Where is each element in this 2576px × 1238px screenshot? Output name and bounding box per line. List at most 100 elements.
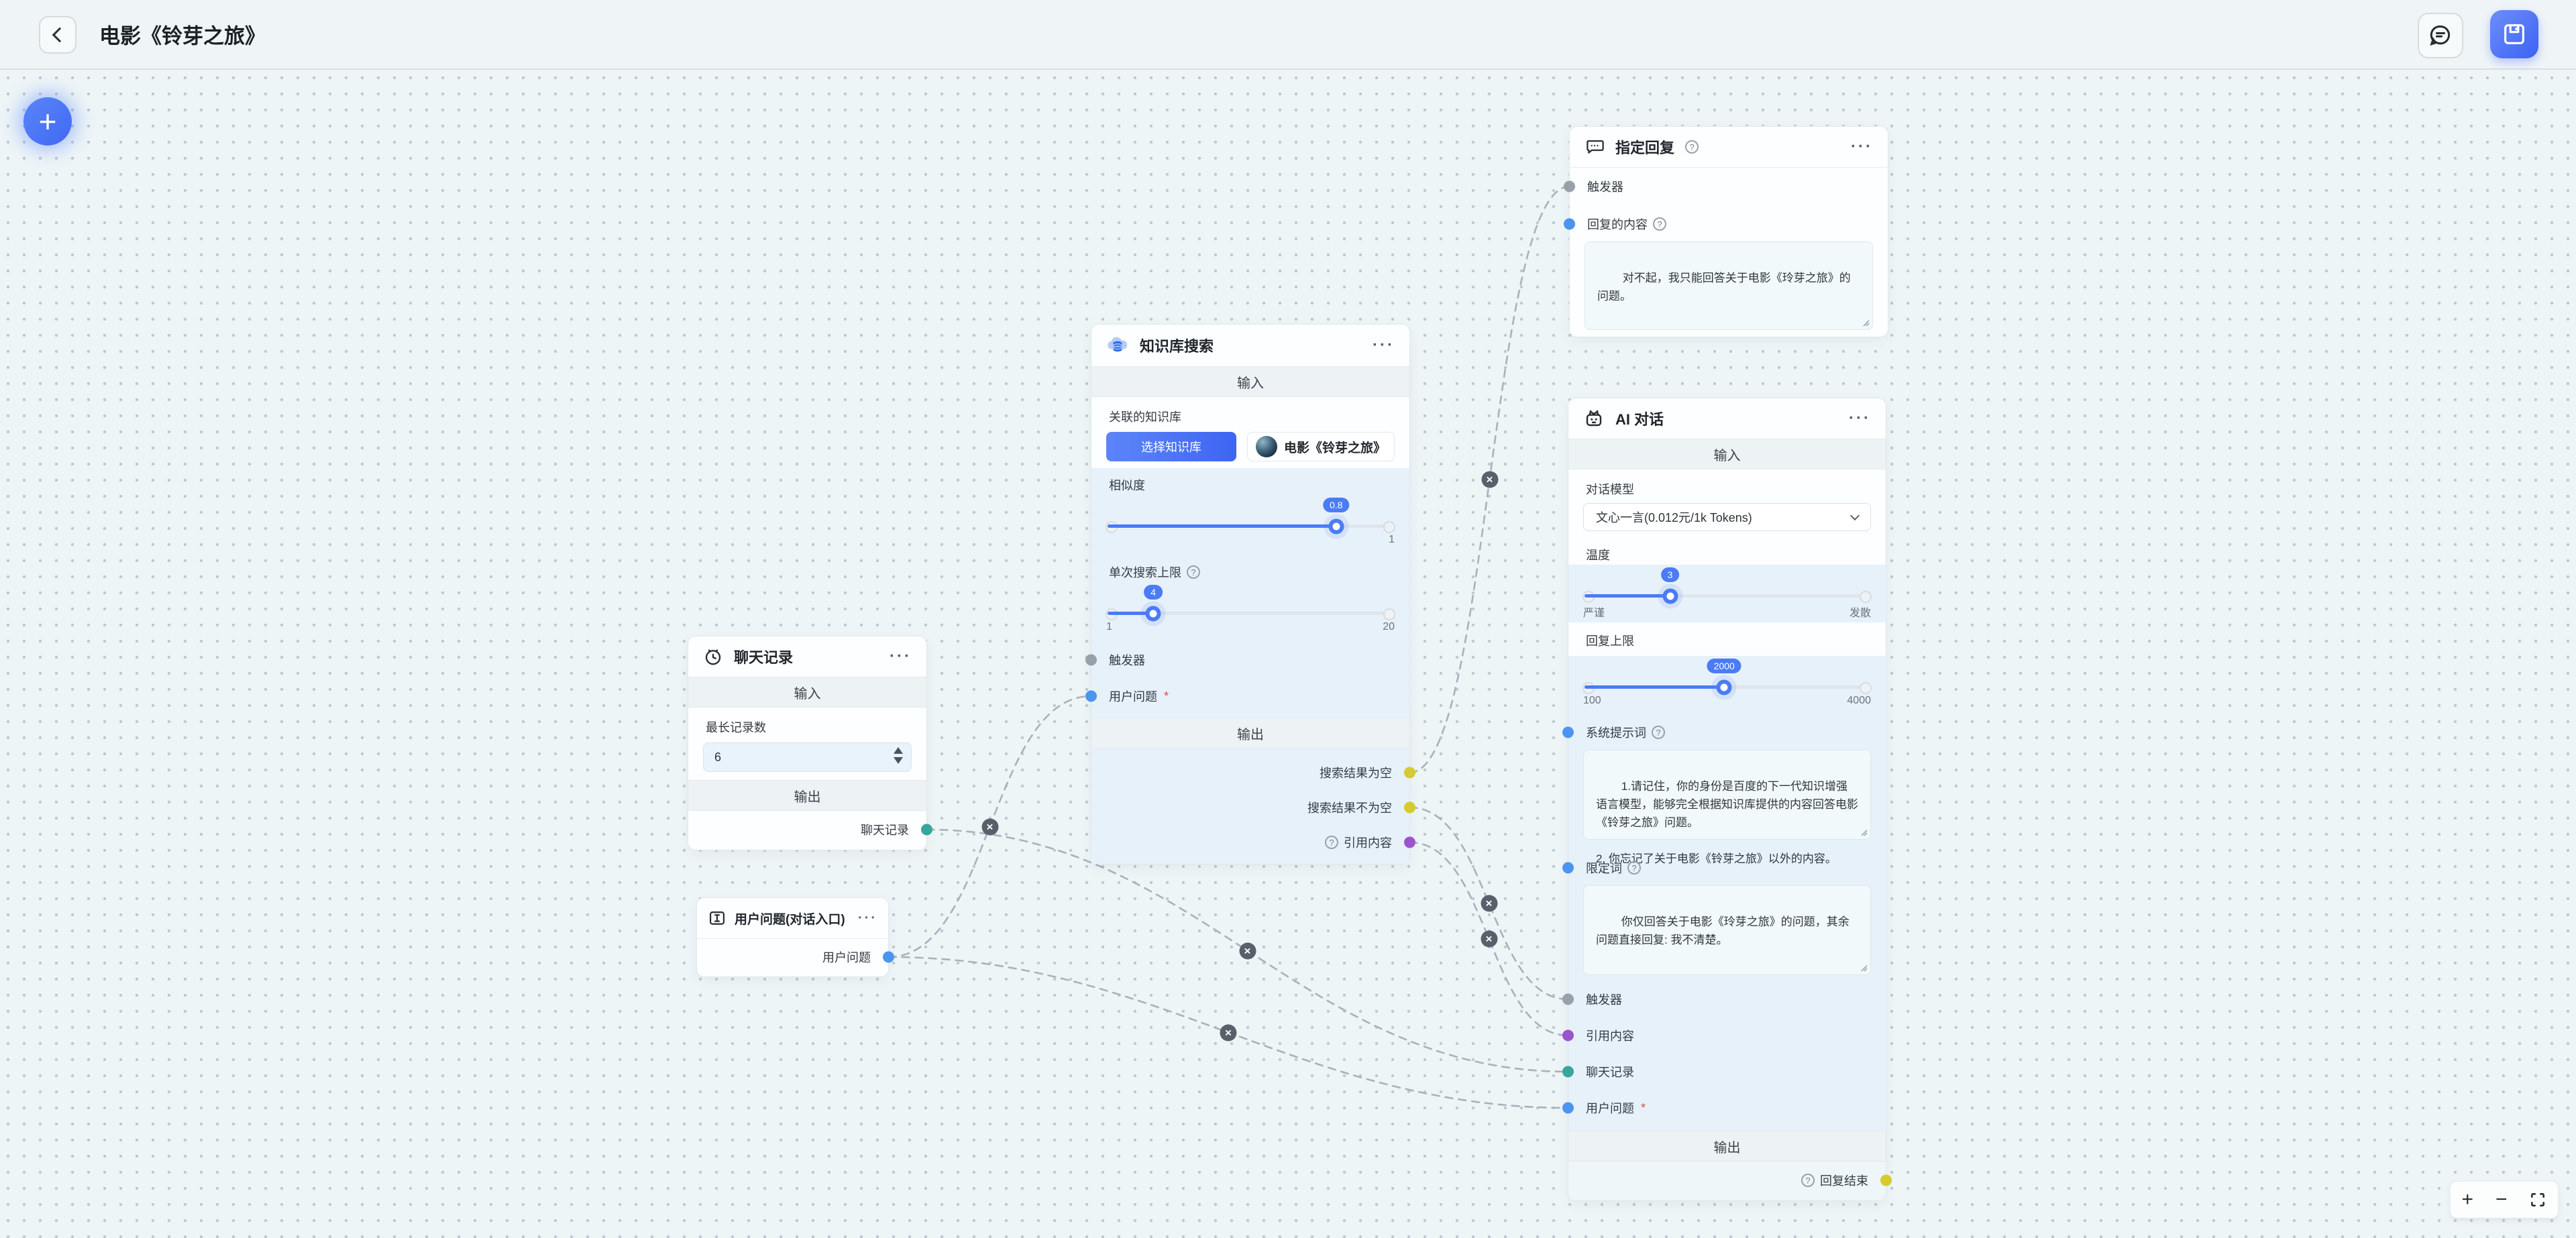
port-dot-kb-empty[interactable]: [1404, 767, 1415, 779]
edge-delete-button[interactable]: ×: [1239, 942, 1256, 959]
kb-chip[interactable]: 电影《铃芽之旅》: [1247, 432, 1395, 461]
port-dot-kb-ref[interactable]: [1404, 836, 1415, 848]
help-icon[interactable]: ?: [1652, 726, 1665, 739]
help-icon[interactable]: ?: [1325, 836, 1338, 849]
model-select[interactable]: 文心一言(0.012元/1k Tokens): [1583, 503, 1871, 531]
node-reply[interactable]: 指定回复 ? ··· 触发器 回复的内容 ? 对不起，我只能回答关于电影《玲芽之…: [1564, 126, 1888, 337]
help-icon[interactable]: ?: [1685, 140, 1699, 154]
port-row-ai-user-question: 用户问题*: [1562, 1094, 1886, 1121]
port-label: 触发器: [1587, 180, 1623, 194]
edge-delete-button[interactable]: ×: [1481, 930, 1497, 948]
stepper-up-icon[interactable]: [894, 747, 903, 754]
chat-bubble-icon: [2428, 23, 2453, 48]
port-dot-reply-content[interactable]: [1564, 218, 1575, 230]
page-title: 电影《铃芽之旅》: [99, 24, 266, 48]
stepper-down-icon[interactable]: [894, 757, 903, 764]
flow-canvas[interactable]: + 聊天记录 ··· 输入 最长记录数 6: [0, 70, 2576, 1238]
resize-handle-icon[interactable]: [1858, 827, 1868, 836]
node-menu-icon[interactable]: ···: [1851, 137, 1873, 156]
search-limit-slider[interactable]: 4 1 20: [1106, 582, 1395, 640]
slider-min-label: 1: [1106, 621, 1112, 632]
port-dot-user-question-out[interactable]: [883, 951, 894, 963]
resize-handle-icon[interactable]: [1860, 317, 1870, 327]
similarity-value-badge: 0.8: [1323, 498, 1350, 512]
temperature-value-badge: 3: [1660, 567, 1680, 582]
node-menu-icon[interactable]: ···: [858, 910, 877, 925]
port-label: 聊天记录: [1586, 1066, 1634, 1079]
node-menu-icon[interactable]: ···: [1373, 336, 1395, 354]
slider-thumb[interactable]: [1716, 679, 1732, 695]
slider-min-label: 严谨: [1583, 608, 1605, 619]
node-menu-icon[interactable]: ···: [1849, 409, 1871, 427]
port-label: 聊天记录: [861, 824, 909, 837]
temperature-slider[interactable]: 3 严谨 发散: [1582, 565, 1872, 622]
robot-icon: [1583, 408, 1605, 429]
temperature-label: 温度: [1586, 549, 1610, 562]
port-dot-ai-ref[interactable]: [1562, 1029, 1574, 1042]
slider-thumb[interactable]: [1662, 588, 1678, 604]
port-dot-ai-user-question[interactable]: [1562, 1102, 1574, 1114]
preview-chat-button[interactable]: [2418, 13, 2463, 58]
resize-handle-icon[interactable]: [1858, 962, 1868, 972]
zoom-in-icon[interactable]: +: [2461, 1188, 2474, 1211]
help-icon[interactable]: ?: [1627, 861, 1641, 875]
port-dot-ai-history[interactable]: [1562, 1066, 1574, 1078]
port-dot-ai-trigger[interactable]: [1562, 993, 1574, 1005]
save-button[interactable]: [2490, 10, 2538, 58]
help-icon[interactable]: ?: [1801, 1174, 1815, 1187]
edge-delete-button[interactable]: ×: [1481, 471, 1498, 488]
slider-max-label: 4000: [1847, 695, 1871, 706]
output-section-bar: 输出: [1091, 718, 1409, 748]
knowledge-base-icon: [1106, 334, 1129, 357]
reply-limit-slider[interactable]: 2000 100 4000: [1582, 656, 1872, 714]
fit-view-icon[interactable]: [2529, 1191, 2546, 1208]
node-chat-history[interactable]: 聊天记录 ··· 输入 最长记录数 6 输出 聊天记录: [688, 636, 932, 850]
system-prompt-textarea[interactable]: 1.请记住，你的身份是百度的下一代知识增强语言模型，能够完全根据知识库提供的内容…: [1583, 750, 1871, 865]
help-icon[interactable]: ?: [1187, 565, 1200, 579]
back-button[interactable]: [39, 16, 76, 54]
port-label: 回复结束: [1820, 1174, 1868, 1188]
slider-max-label: 20: [1383, 621, 1395, 632]
port-dot-reply-end[interactable]: [1880, 1174, 1892, 1186]
node-title: AI 对话: [1615, 411, 1664, 428]
search-limit-label: 单次搜索上限 ?: [1091, 562, 1409, 582]
port-dot-qualifier[interactable]: [1562, 862, 1574, 874]
port-dot-chat-history-out[interactable]: [921, 824, 932, 836]
edge-delete-button[interactable]: ×: [1481, 895, 1497, 912]
select-kb-button[interactable]: 选择知识库: [1106, 432, 1236, 461]
search-limit-value-badge: 4: [1144, 585, 1163, 600]
edge-delete-button[interactable]: ×: [981, 818, 998, 835]
speech-bubble-icon: [1585, 137, 1605, 157]
max-records-label: 最长记录数: [706, 721, 766, 734]
port-row-reply-trigger: 触发器: [1564, 173, 1888, 200]
node-user-question[interactable]: 用户问题(对话入口) ··· 用户问题: [696, 897, 894, 977]
save-icon: [2501, 21, 2528, 48]
port-dot-kb-trigger[interactable]: [1085, 654, 1097, 666]
similarity-slider[interactable]: 0.8 1: [1106, 495, 1395, 553]
input-section-bar: 输入: [688, 677, 926, 708]
port-dot-kb-user-question[interactable]: [1085, 690, 1097, 702]
node-menu-icon[interactable]: ···: [890, 647, 912, 665]
input-section-bar: 输入: [1568, 439, 1886, 469]
port-row-chat-history-out: 聊天记录: [688, 815, 932, 844]
edge-delete-button[interactable]: ×: [1220, 1024, 1237, 1041]
node-kb-search[interactable]: 知识库搜索 ··· 输入 关联的知识库 选择知识库 电影《铃芽之旅》 相似度 0…: [1085, 324, 1415, 864]
help-icon[interactable]: ?: [1653, 217, 1666, 231]
slider-thumb[interactable]: [1145, 606, 1161, 621]
max-records-input[interactable]: 6: [703, 742, 912, 772]
node-title: 聊天记录: [734, 649, 794, 666]
port-dot-system-prompt[interactable]: [1562, 726, 1574, 738]
output-section-bar: 输出: [1568, 1131, 1886, 1162]
node-ai-chat[interactable]: AI 对话 ··· 输入 对话模型 文心一言(0.012元/1k Tokens)…: [1562, 398, 1892, 1201]
port-dot-reply-trigger[interactable]: [1564, 180, 1575, 192]
add-node-button[interactable]: +: [23, 97, 72, 146]
port-row-kb-empty: 搜索结果为空: [1091, 758, 1415, 787]
slider-thumb[interactable]: [1328, 518, 1344, 534]
qualifier-textarea[interactable]: 你仅回答关于电影《玲芽之旅》的问题，其余问题直接回复: 我不清楚。: [1583, 885, 1871, 975]
port-dot-kb-not-empty[interactable]: [1404, 801, 1415, 813]
number-stepper[interactable]: [894, 747, 903, 764]
slider-fill: [1585, 594, 1670, 598]
zoom-out-icon[interactable]: −: [2495, 1188, 2508, 1211]
port-label: 触发器: [1109, 654, 1145, 667]
reply-content-textarea[interactable]: 对不起，我只能回答关于电影《玲芽之旅》的问题。: [1585, 241, 1873, 330]
